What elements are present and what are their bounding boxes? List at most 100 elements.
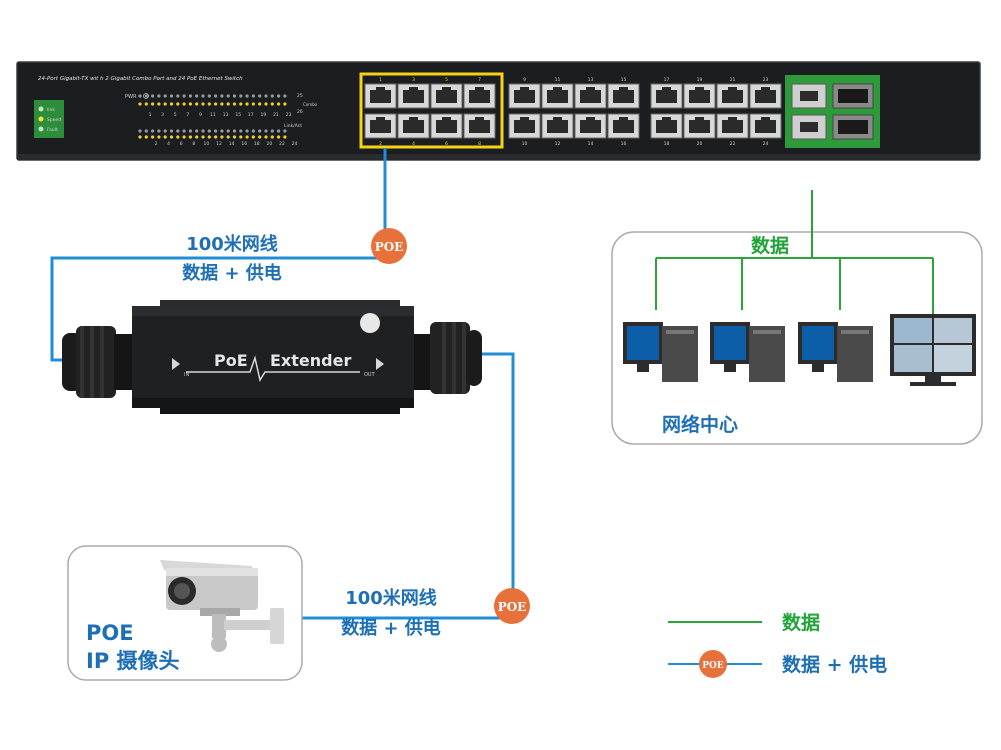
led-top-5 xyxy=(163,94,167,98)
led-bot-3 xyxy=(151,129,155,133)
poe-cable-top xyxy=(50,148,387,362)
led-top-13 xyxy=(214,94,218,98)
svg-text:18: 18 xyxy=(664,141,670,147)
led-top-10 xyxy=(195,94,199,98)
led-mid-17 xyxy=(239,102,243,106)
led-mid-9 xyxy=(188,102,192,106)
rj45-port-24: 24 xyxy=(749,113,782,147)
svg-text:6: 6 xyxy=(445,141,448,147)
led-bot-17 xyxy=(239,129,243,133)
rj45-port-17: 17 xyxy=(650,77,683,109)
led-top-6 xyxy=(169,94,174,98)
led-top-7 xyxy=(176,94,180,98)
svg-text:21: 21 xyxy=(730,77,736,83)
led-number-bottom-18: 18 xyxy=(254,141,260,147)
led-top-19 xyxy=(251,94,255,98)
led-mid-19 xyxy=(251,102,255,106)
combo-number-26: 26 xyxy=(297,109,303,115)
computer-1 xyxy=(623,322,698,382)
svg-text:14: 14 xyxy=(588,141,594,147)
rj45-port-16: 16 xyxy=(607,113,640,147)
led-number-top-1: 1 xyxy=(149,112,152,118)
svg-text:2: 2 xyxy=(379,141,382,147)
camera-icon xyxy=(160,560,284,652)
led-bot-5 xyxy=(163,129,167,133)
bottom-link-function-label: 数据 + 供电 xyxy=(341,617,441,639)
rj45-port-11: 11 xyxy=(541,77,574,109)
led-mid-1 xyxy=(138,102,142,106)
led-number-top-13: 13 xyxy=(223,112,229,118)
led-number-bottom-14: 14 xyxy=(229,141,235,147)
rj45-port-13: 13 xyxy=(574,77,607,109)
network-data-label: 数据 xyxy=(751,234,789,257)
led-low-6 xyxy=(169,135,174,139)
top-link-function-label: 数据 + 供电 xyxy=(182,262,282,284)
led-top-3 xyxy=(151,94,155,98)
led-number-bottom-16: 16 xyxy=(241,141,247,147)
led-low-4 xyxy=(157,135,161,139)
led-label-link: link xyxy=(47,107,55,113)
linkact-label: Link/Act xyxy=(284,123,302,129)
led-number-bottom-20: 20 xyxy=(267,141,273,147)
led-mid-5 xyxy=(163,102,167,106)
out-arrow-icon xyxy=(376,358,384,370)
in-arrow-icon xyxy=(172,358,180,370)
led-low-23 xyxy=(277,135,281,139)
svg-text:4: 4 xyxy=(412,141,415,147)
rj45-port-19: 19 xyxy=(683,77,716,109)
rj45-port-14: 14 xyxy=(574,113,607,147)
led-top-14 xyxy=(220,94,224,98)
computer-2 xyxy=(710,322,785,382)
rj45-port-15: 15 xyxy=(607,77,640,109)
rj45-port-2: 2 xyxy=(364,113,397,147)
combo-number-25: 25 xyxy=(297,93,303,99)
svg-text:9: 9 xyxy=(523,77,526,83)
highlighted-poe-ports-frame xyxy=(359,72,504,149)
led-label-fault: Fault xyxy=(47,127,58,133)
led-number-top-23: 23 xyxy=(286,112,292,118)
led-bot-14 xyxy=(220,129,224,133)
led-bot-10 xyxy=(195,129,199,133)
svg-text:13: 13 xyxy=(588,77,594,83)
svg-text:24: 24 xyxy=(763,141,769,147)
rj45-port-23: 23 xyxy=(749,77,782,109)
data-lines xyxy=(655,190,934,314)
led-bot-13 xyxy=(214,129,218,133)
poe-badge-top: POE xyxy=(371,228,407,264)
rj45-port-12: 12 xyxy=(541,113,574,147)
led-number-top-11: 11 xyxy=(210,112,216,118)
led-number-bottom-22: 22 xyxy=(279,141,285,147)
led-bot-12 xyxy=(207,129,211,133)
extender-pulse-mark xyxy=(186,355,360,382)
led-mid-6 xyxy=(169,102,174,106)
led-mid-11 xyxy=(201,102,205,106)
led-bot-4 xyxy=(157,129,161,133)
led-label-speed: Speed xyxy=(47,117,61,123)
led-top-2 xyxy=(144,94,148,98)
led-bot-19 xyxy=(251,129,255,133)
led-number-bottom-12: 12 xyxy=(216,141,222,147)
computer-3 xyxy=(798,322,873,382)
poe-extender: PoE Extender IN OUT xyxy=(62,300,482,414)
network-center: 数据 xyxy=(611,190,983,445)
extender-body xyxy=(132,306,414,408)
svg-text:POE: POE xyxy=(702,661,724,671)
legend-poe-badge: POE xyxy=(699,650,727,678)
svg-text:POE: POE xyxy=(498,600,527,614)
legend: 数据 POE 数据 + 供电 xyxy=(668,611,887,678)
svg-text:11: 11 xyxy=(555,77,561,83)
svg-text:12: 12 xyxy=(555,141,561,147)
led-top-8 xyxy=(182,94,186,98)
led-top-15 xyxy=(226,94,230,98)
switch-bottom-edge xyxy=(17,154,980,160)
legend-data-power-label: 数据 + 供电 xyxy=(782,653,887,676)
svg-text:22: 22 xyxy=(730,141,736,147)
svg-text:17: 17 xyxy=(664,77,670,83)
led-bot-24 xyxy=(283,129,287,133)
led-number-top-3: 3 xyxy=(161,112,164,118)
led-mid-2 xyxy=(144,102,148,106)
svg-text:15: 15 xyxy=(621,77,627,83)
